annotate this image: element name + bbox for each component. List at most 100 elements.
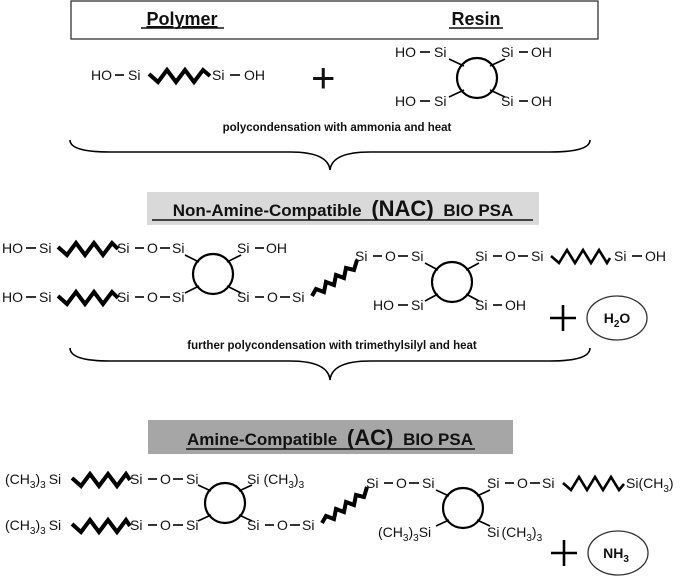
bond bbox=[238, 484, 253, 492]
polymer-si-right: Si bbox=[212, 67, 224, 83]
bond bbox=[476, 519, 491, 527]
ch3: (CH bbox=[263, 471, 288, 487]
ch3-sub: 3 bbox=[30, 526, 36, 537]
ac-o: O bbox=[160, 471, 171, 487]
resin-oh-top: OH bbox=[531, 44, 552, 60]
bond bbox=[435, 519, 450, 527]
nac-structure: HO Si Si O Si Si OH HO Si Si O Si Si O S… bbox=[2, 239, 666, 313]
nac-oh: OH bbox=[645, 248, 666, 264]
nac-o: O bbox=[505, 248, 516, 264]
ch3: (CH bbox=[5, 471, 30, 487]
nac-title-suffix: BIO PSA bbox=[443, 201, 513, 220]
water-o: O bbox=[619, 310, 630, 326]
water-h: H bbox=[604, 310, 614, 326]
nac-si: Si bbox=[411, 248, 423, 264]
ch3-sub: 3 bbox=[299, 480, 305, 491]
nac-si: Si bbox=[411, 297, 423, 313]
polymer-si-left: Si bbox=[128, 67, 140, 83]
nac-si: Si bbox=[614, 248, 626, 264]
resin-si-br: Si bbox=[501, 93, 513, 109]
nac-si: Si bbox=[531, 248, 543, 264]
nac-o: O bbox=[267, 289, 278, 305]
ch3: (CH bbox=[638, 475, 663, 491]
nac-diagonal-chain bbox=[310, 259, 359, 297]
ac-si: Si bbox=[419, 524, 431, 540]
ammonia-label: NH3 bbox=[603, 545, 629, 565]
resin-si-tl: Si bbox=[434, 44, 446, 60]
step2-caption: further polycondensation with trimethyls… bbox=[187, 340, 477, 352]
ac-tms-bl: (CH3)3Si bbox=[378, 524, 431, 544]
polymer-oh: OH bbox=[244, 67, 265, 83]
nac-si: Si bbox=[172, 240, 184, 256]
nac-ho-bottom: HO bbox=[2, 289, 23, 305]
ac-chain bbox=[70, 516, 132, 536]
ch3: (CH bbox=[378, 524, 403, 540]
bond bbox=[448, 89, 465, 98]
nac-si: Si bbox=[237, 240, 249, 256]
nac-oh: OH bbox=[266, 240, 287, 256]
bond bbox=[448, 58, 465, 67]
polymer-ho: HO bbox=[91, 67, 112, 83]
nac-ho-top: HO bbox=[2, 240, 23, 256]
bond bbox=[424, 262, 439, 271]
polymer-molecule: HO Si Si OH bbox=[91, 66, 265, 86]
bond bbox=[489, 89, 506, 98]
nac-si: Si bbox=[117, 240, 129, 256]
bond bbox=[197, 484, 212, 492]
ammonia-oval bbox=[587, 530, 649, 576]
ch3-sub: 3 bbox=[413, 533, 419, 544]
ac-tms-br: Si(CH3)3 bbox=[487, 524, 543, 544]
nac-si: Si bbox=[475, 248, 487, 264]
bond bbox=[238, 514, 253, 522]
bond bbox=[465, 293, 480, 302]
bond bbox=[184, 254, 200, 263]
resin-si-tr: Si bbox=[501, 44, 513, 60]
ac-title-prefix: Amine-Compatible bbox=[187, 430, 337, 449]
nac-chain bbox=[56, 288, 120, 308]
nac-si: Si bbox=[117, 289, 129, 305]
ac-si: Si bbox=[130, 471, 142, 487]
nac-si: Si bbox=[39, 240, 51, 256]
ch3: (CH bbox=[5, 517, 30, 533]
bond bbox=[489, 58, 506, 67]
ch3-sub: 3 bbox=[526, 533, 532, 544]
step1-brace bbox=[69, 139, 591, 171]
resin-ring bbox=[455, 56, 499, 100]
polymer-heading: Polymer bbox=[146, 9, 217, 29]
bond bbox=[465, 262, 480, 271]
ch3-sub: 3 bbox=[30, 480, 36, 491]
resin-ho-top: HO bbox=[395, 44, 416, 60]
ammonia-nh: NH bbox=[603, 545, 623, 561]
nac-ring-left bbox=[191, 252, 235, 296]
step2-brace bbox=[69, 347, 591, 381]
ch3-sub: 3 bbox=[403, 533, 409, 544]
ac-si: Si bbox=[487, 475, 499, 491]
ac-si-tms: Si(CH3)3 bbox=[247, 471, 305, 491]
resin-ho-bottom: HO bbox=[395, 93, 416, 109]
bond bbox=[226, 254, 242, 263]
resin-oh-bottom: OH bbox=[531, 93, 552, 109]
resin-heading: Resin bbox=[451, 9, 500, 29]
ac-o: O bbox=[160, 517, 171, 533]
ch3-close: ) bbox=[532, 524, 537, 540]
nac-oh: OH bbox=[505, 297, 526, 313]
ch3-close: ) bbox=[669, 475, 674, 491]
ac-si: Si bbox=[130, 517, 142, 533]
header-box bbox=[70, 0, 599, 40]
step1-caption: polycondensation with ammonia and heat bbox=[223, 122, 452, 134]
nac-si: Si bbox=[355, 248, 367, 264]
ac-title: Amine-Compatible (AC) BIO PSA bbox=[187, 425, 473, 450]
bond bbox=[435, 489, 450, 497]
bond bbox=[197, 514, 212, 522]
ch3-sub: 3 bbox=[537, 533, 543, 544]
bond bbox=[424, 293, 439, 302]
ch3-sub: 3 bbox=[40, 526, 46, 537]
nac-title-abbr: (NAC) bbox=[371, 196, 433, 221]
ac-title-abbr: (AC) bbox=[347, 425, 393, 450]
nac-o: O bbox=[147, 289, 158, 305]
nac-o: O bbox=[385, 248, 396, 264]
